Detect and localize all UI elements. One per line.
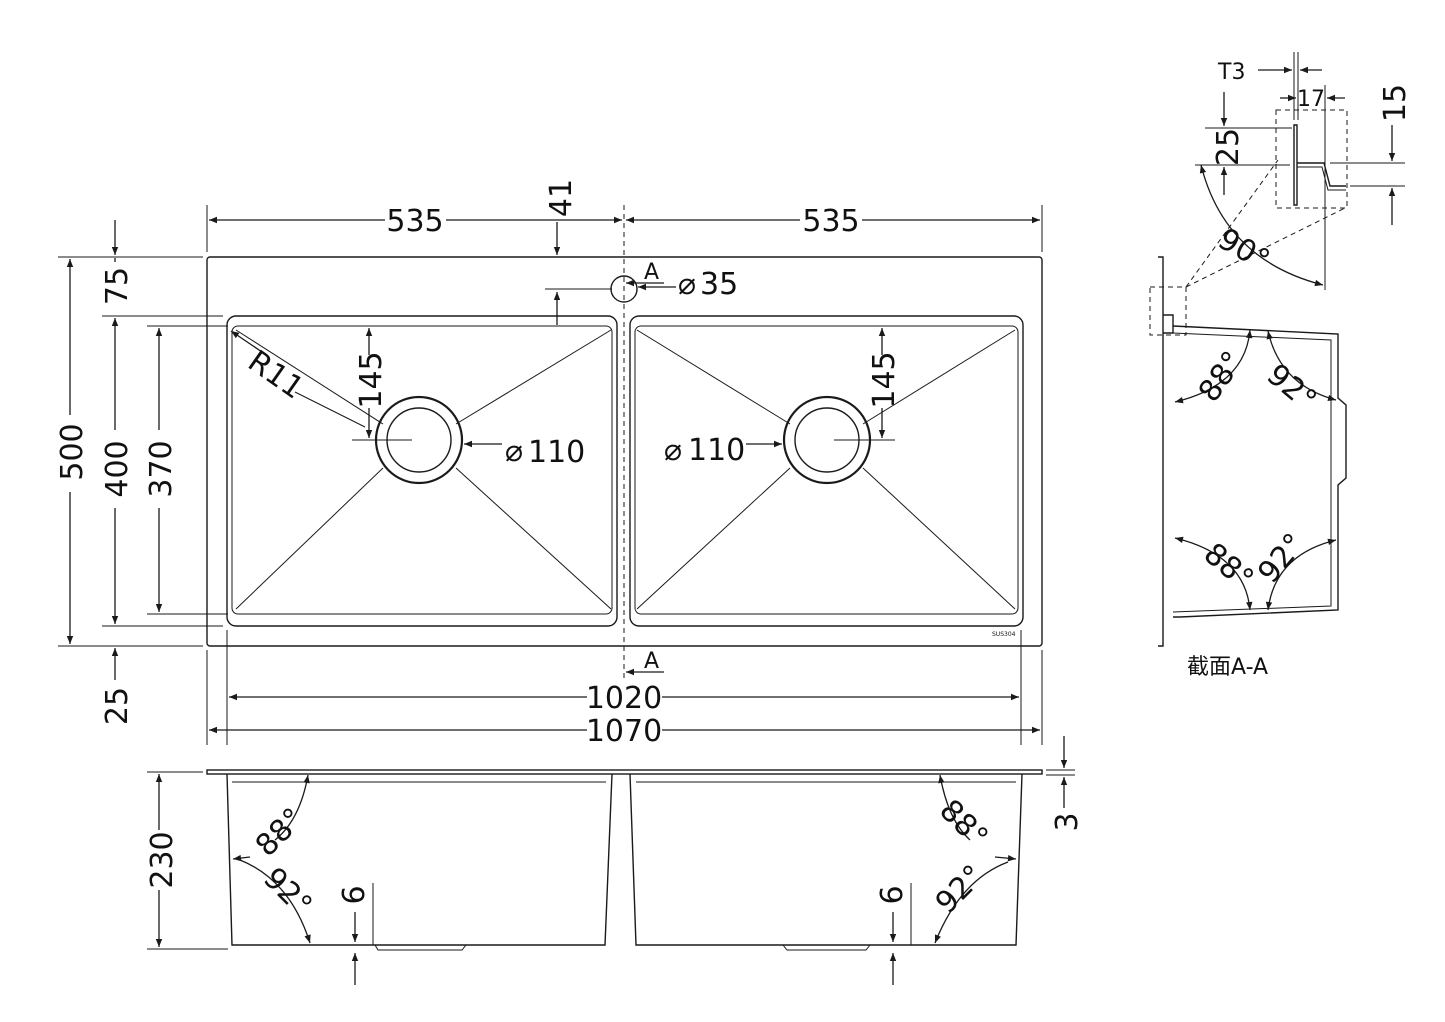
section-lower-right-angle: 92° — [1251, 527, 1312, 590]
section-upper-left-angle: 88° — [1192, 345, 1251, 409]
section-mark-top: A — [644, 260, 659, 285]
right-diagonal-4 — [862, 467, 1016, 610]
section-thickness: T3 — [1217, 60, 1245, 85]
dim-back-ledge: 75 — [100, 267, 135, 305]
arc-line — [1174, 536, 1253, 611]
dim-line — [230, 330, 263, 353]
left-diagonal-1 — [235, 329, 384, 425]
dim-drain-dia-right: 110 — [688, 433, 745, 468]
dim-height-bowl-inner: 370 — [144, 440, 179, 497]
right-diagonal-1 — [636, 329, 791, 425]
left-diagonal-4 — [455, 467, 612, 610]
front-view — [206, 769, 1043, 951]
front-deck — [206, 769, 1043, 775]
section-lip-width: 17 — [1297, 87, 1325, 112]
front-right-bowl — [629, 773, 1023, 946]
front-left-step: 6 — [337, 885, 372, 904]
right-bowl-inner — [634, 325, 1019, 615]
section-lip-height: 15 — [1378, 84, 1413, 122]
arc-line — [239, 859, 311, 944]
front-right-bottom-angle: 92° — [929, 858, 991, 920]
front-left-drain-step — [374, 944, 467, 951]
right-bowl-outer — [629, 315, 1024, 627]
dim-tap-hole-prefix: ⌀ — [678, 267, 696, 302]
left-bowl-inner — [231, 325, 613, 615]
dim-depth: 230 — [145, 831, 180, 888]
section-detail-angle: 90° — [1212, 222, 1276, 279]
dim-bowls-width: 1020 — [586, 681, 662, 716]
dim-width-left: 535 — [386, 204, 443, 239]
arc-line — [1174, 329, 1253, 404]
front-right-step: 6 — [875, 885, 910, 904]
dim-overall-width: 1070 — [586, 714, 662, 749]
section-bowl-outer — [1172, 325, 1347, 618]
dim-line — [994, 855, 1017, 862]
section-upper-right-angle: 92° — [1260, 357, 1323, 418]
section-deck — [1158, 256, 1164, 647]
arc-line — [1199, 164, 1324, 287]
right-diagonal-2 — [862, 329, 1016, 425]
front-left-bottom-angle: 92° — [256, 861, 318, 923]
arc-line — [1266, 330, 1337, 402]
dim-height-bowl-outer: 400 — [100, 440, 135, 497]
section-mark-bottom: A — [644, 649, 659, 674]
dim-tap-hole: 35 — [700, 267, 738, 302]
material-mark: SUS304 — [992, 631, 1016, 638]
section-upstand: 25 — [1211, 128, 1246, 166]
dim-drain-offset-right: 145 — [867, 351, 902, 408]
dim-front-ledge: 25 — [100, 687, 135, 725]
section-lower-left-angle: 88° — [1197, 536, 1260, 597]
front-left-bowl — [226, 773, 613, 946]
top-view: SUS304 — [206, 205, 1043, 680]
dim-line — [232, 854, 251, 862]
dim-drain-offset-left: 145 — [354, 351, 389, 408]
left-diagonal-3 — [235, 467, 384, 610]
leader-line — [294, 391, 366, 428]
dim-deck-thickness: 3 — [1050, 812, 1085, 831]
dim-drain-prefix-left: ⌀ — [505, 434, 523, 469]
arc-line — [934, 861, 1009, 944]
dim-tap-offset: 41 — [544, 179, 579, 217]
dim-drain-prefix-right: ⌀ — [664, 433, 682, 468]
arc-line — [938, 774, 971, 841]
front-right-drain-step — [782, 944, 871, 951]
section-caption: 截面A-A — [1187, 655, 1268, 680]
zoom-lip — [1297, 162, 1346, 187]
arc-line — [1265, 538, 1337, 611]
dim-width-right: 535 — [802, 204, 859, 239]
dim-corner-radius: R11 — [241, 344, 309, 407]
front-right-top-angle: 88° — [932, 793, 994, 855]
left-diagonal-2 — [455, 329, 612, 425]
front-left-top-angle: 88° — [249, 801, 311, 863]
section-upstand — [1163, 314, 1174, 334]
section-detail-box — [1149, 286, 1187, 336]
zoom-upright — [1293, 124, 1298, 206]
left-bowl-outer — [226, 315, 618, 627]
zoom-box — [1275, 109, 1348, 209]
dim-height-outer: 500 — [55, 423, 90, 480]
right-diagonal-3 — [636, 467, 791, 610]
arc-line — [274, 774, 310, 841]
top-view-dimensions: 535 535 41 A A ⌀ 35 500 75 — [55, 179, 1043, 749]
dim-drain-dia-left: 110 — [528, 435, 585, 470]
